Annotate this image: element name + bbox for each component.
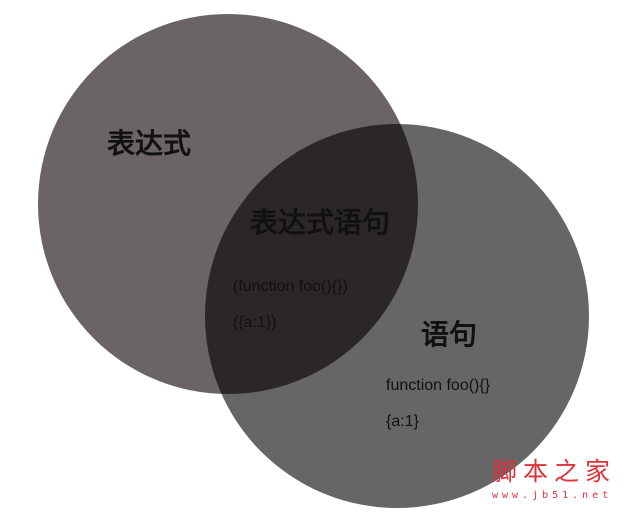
statement-example: {a:1} — [386, 413, 419, 430]
watermark-name: 脚本之家 — [492, 457, 617, 486]
watermark-url: www.jb51.net — [492, 490, 613, 501]
expression-statement-label: 表达式语句 — [250, 206, 391, 239]
watermark-logo: 脚本之家 www.jb51.net — [492, 452, 616, 501]
intersection-example: (function foo(){}) — [233, 278, 348, 295]
expression-label: 表达式 — [107, 127, 192, 160]
statement-label: 语句 — [421, 318, 478, 351]
statement-example: function foo(){} — [386, 377, 491, 394]
intersection-example: ({a:1}) — [233, 314, 277, 331]
